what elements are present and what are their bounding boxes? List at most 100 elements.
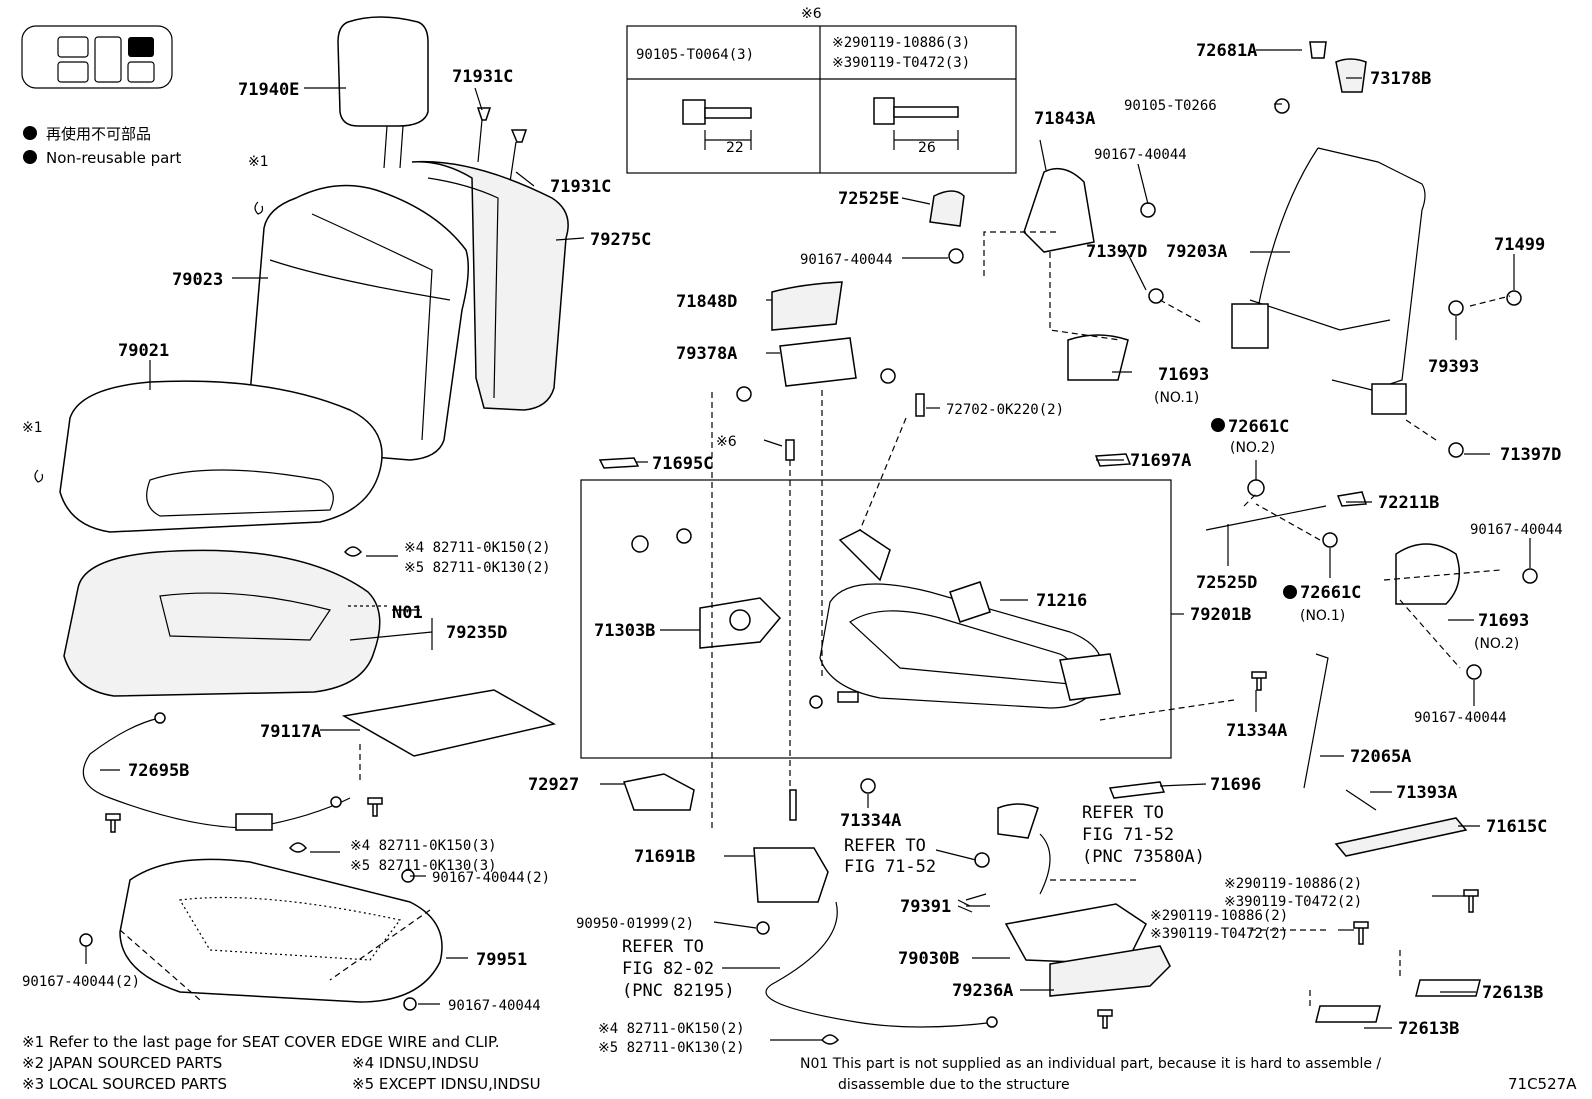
pin-71393A	[1345, 789, 1377, 811]
label-71499: 71499	[1494, 235, 1545, 255]
bolt-icon	[1463, 889, 1479, 913]
screw-icon	[1097, 1009, 1113, 1029]
non-reusable-bullet-icon	[1283, 585, 1297, 599]
label-bolt-a2: ※390119-T0472(2)	[1224, 894, 1362, 910]
seatback-frame-79203A	[1231, 147, 1426, 415]
seat-frame-79951	[119, 858, 443, 1003]
legend-jp: 再使用不可部品	[46, 125, 151, 143]
adjuster-bracket	[838, 529, 891, 582]
bolt-icon	[860, 778, 876, 794]
rod-72525D	[1205, 505, 1327, 531]
bolt-icon	[915, 393, 925, 417]
bolt-icon	[631, 535, 649, 553]
label-90105-T0266: 90105-T0266	[1124, 98, 1217, 114]
table-col2-label-b: ※390119-T0472(3)	[832, 55, 970, 71]
table-col2-label-a: ※290119-10886(3)	[832, 35, 970, 51]
footnote-5: ※5 EXCEPT IDNSU,INDSU	[352, 1075, 541, 1093]
headrest-guides	[476, 107, 528, 183]
label-71843A: 71843A	[1034, 109, 1095, 129]
label-82711-a2: ※5 82711-0K130(2)	[404, 560, 551, 576]
legend-en: Non-reusable part	[46, 149, 181, 167]
label-79391: 79391	[900, 897, 951, 917]
non-reusable-bullet-icon	[23, 126, 37, 140]
clip-72211B	[1336, 491, 1368, 507]
screw-icon	[1466, 664, 1482, 680]
label-71695C: 71695C	[652, 454, 713, 474]
label-79275C: 79275C	[590, 230, 651, 250]
non-reusable-bullet-icon	[23, 150, 37, 164]
nut-icon	[676, 528, 692, 544]
pad-71696	[1108, 781, 1166, 799]
bracket-72613B-a	[1415, 979, 1481, 997]
label-71334A-a: 71334A	[840, 811, 901, 831]
headrest	[337, 16, 429, 169]
seat-cushion-pad-79021	[59, 380, 383, 533]
strap-72065A	[1303, 653, 1329, 789]
label-71693-a: 71693	[1158, 365, 1209, 385]
label-79393: 79393	[1428, 357, 1479, 377]
label-90167-g: 90167-40044	[1414, 710, 1507, 726]
seatback-cover-79275C	[411, 160, 569, 411]
footnote-n01-a: N01 This part is not supplied as an indi…	[800, 1056, 1381, 1072]
seat-adjuster-box	[580, 479, 1172, 759]
bolt-icon	[1506, 290, 1522, 306]
bolt-icon	[1448, 442, 1464, 458]
clip-72681A	[1309, 41, 1327, 59]
label-72613B-a: 72613B	[1482, 983, 1543, 1003]
label-71397D-b: 71397D	[1500, 445, 1561, 465]
label-90167-b: 90167-40044(2)	[22, 974, 140, 990]
cover-71843A	[1023, 167, 1095, 253]
label-72702: 72702-0K220(2)	[946, 402, 1064, 418]
bracket-71691B	[753, 847, 829, 903]
label-71693-b-no: (NO.2)	[1474, 636, 1519, 652]
label-refer1-a: REFER TO	[844, 836, 926, 856]
label-82711-a1: ※4 82711-0K150(2)	[404, 540, 551, 556]
bolt-icon	[785, 439, 795, 461]
label-71931C-b: 71931C	[550, 177, 611, 197]
label-refer2-c: (PNC 82195)	[622, 981, 735, 1001]
non-reusable-bullet-icon	[1211, 418, 1225, 432]
label-79203A: 79203A	[1166, 242, 1227, 262]
cable-82195	[765, 901, 997, 1028]
label-79951: 79951	[476, 950, 527, 970]
label-71848D: 71848D	[676, 292, 737, 312]
diagram-code: 71C527A	[1508, 1075, 1577, 1093]
screw-icon	[1140, 202, 1156, 218]
label-71693-a-no: (NO.1)	[1154, 390, 1199, 406]
label-71691B: 71691B	[634, 847, 695, 867]
label-bolt-b2: ※390119-T0472(2)	[1150, 926, 1288, 942]
label-refer3-c: (PNC 73580A)	[1082, 847, 1205, 867]
seat-adjuster-71216	[819, 581, 1121, 709]
spring-79391	[957, 899, 973, 913]
label-79030B: 79030B	[898, 949, 959, 969]
edge-clip-icon	[34, 469, 44, 483]
table-col1-dim: 22	[726, 140, 744, 156]
screw-icon	[1274, 98, 1290, 114]
label-90167-e: 90167-40044	[800, 252, 893, 268]
label-79236A: 79236A	[952, 981, 1013, 1001]
label-79023: 79023	[172, 270, 223, 290]
bolt-icon	[1251, 671, 1267, 691]
label-71393A: 71393A	[1396, 783, 1457, 803]
screw-icon	[948, 248, 964, 264]
label-bolt-a1: ※290119-10886(2)	[1224, 876, 1362, 892]
label-refer3-b: FIG 71-52	[1082, 825, 1174, 845]
label-71397D-a: 71397D	[1086, 242, 1147, 262]
fasteners-left	[79, 546, 417, 1011]
bracket-72613B-b	[1315, 1005, 1381, 1023]
label-refer2-b: FIG 82-02	[622, 959, 714, 979]
leader-lines	[85, 49, 1531, 1041]
label-90950: 90950-01999(2)	[576, 916, 694, 932]
label-71931C-a: 71931C	[452, 67, 513, 87]
recliner-71303B	[699, 597, 782, 649]
label-72613B-b: 72613B	[1398, 1019, 1459, 1039]
label-72695B: 72695B	[128, 761, 189, 781]
label-x6: ※6	[716, 434, 737, 450]
label-79235D: 79235D	[446, 623, 507, 643]
label-x1-a: ※1	[248, 154, 269, 170]
label-refer1-b: FIG 71-52	[844, 857, 936, 877]
label-refer3-a: REFER TO	[1082, 803, 1164, 823]
label-x1-b: ※1	[22, 420, 43, 436]
label-79117A: 79117A	[260, 722, 321, 742]
